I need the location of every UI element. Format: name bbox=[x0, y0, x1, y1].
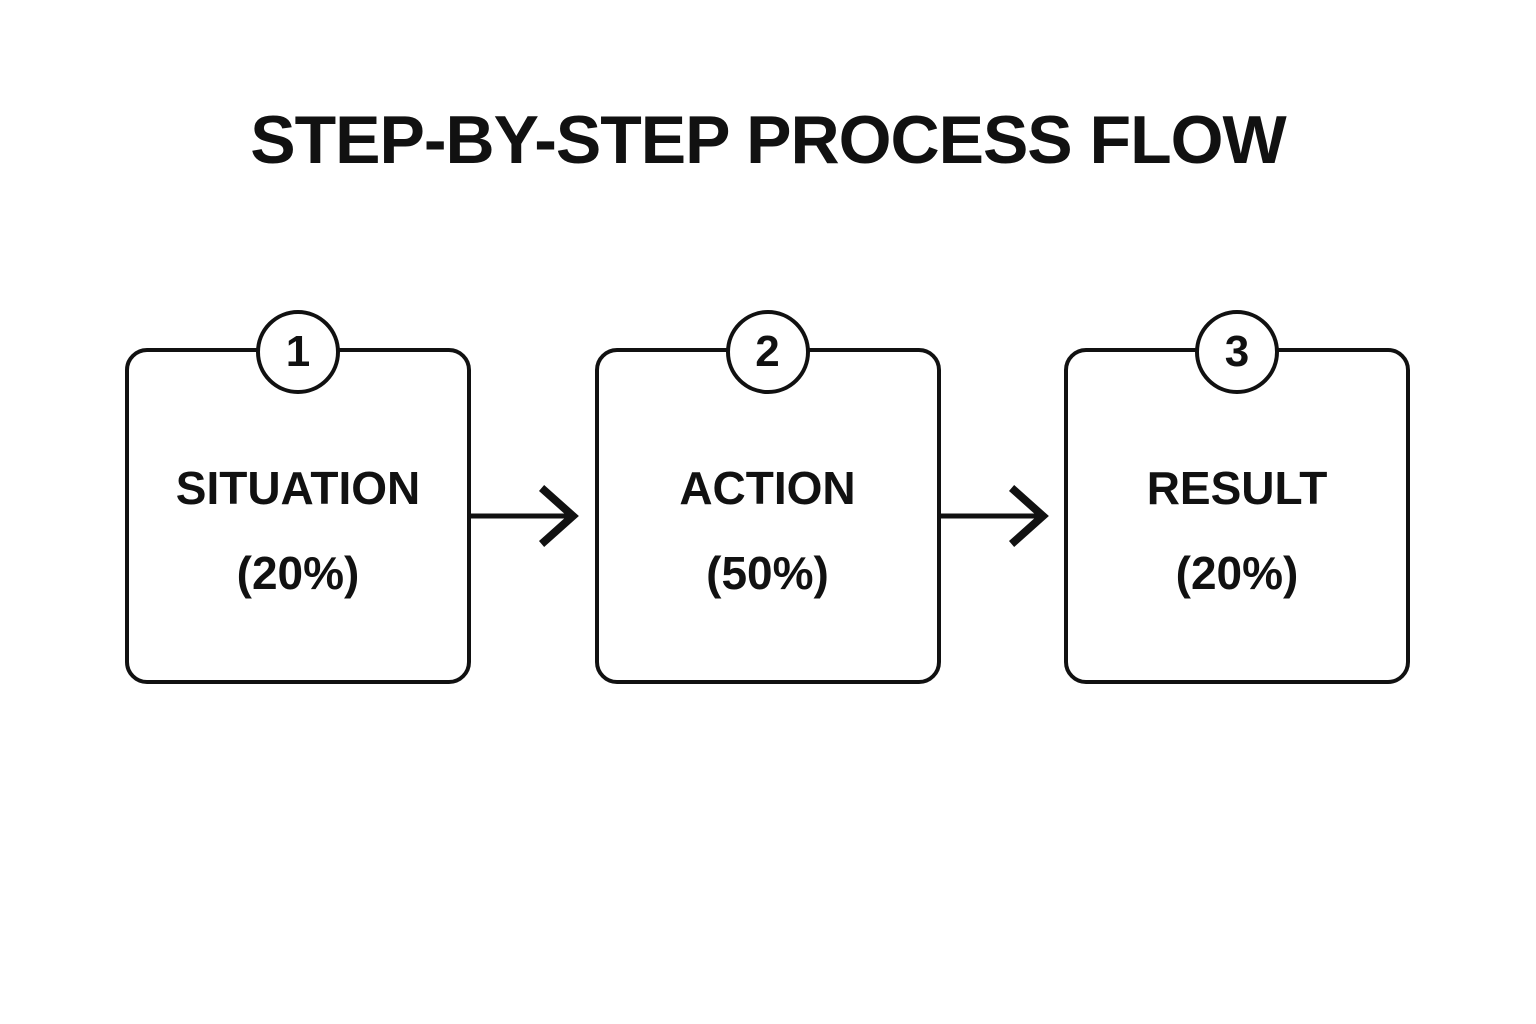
flow-row: 1 SITUATION (20%) 2 ACTION (50%) bbox=[125, 310, 1410, 684]
step-number: 3 bbox=[1224, 327, 1250, 376]
step-number-badge: 1 bbox=[256, 310, 340, 394]
step-number: 2 bbox=[755, 327, 780, 376]
step-label: SITUATION bbox=[175, 462, 421, 514]
step-number-badge: 2 bbox=[725, 310, 810, 394]
page-title: STEP-BY-STEP PROCESS FLOW bbox=[250, 102, 1286, 178]
step-value: (20%) bbox=[236, 547, 360, 599]
step-value: (20%) bbox=[1175, 547, 1299, 599]
step-box-result: 3 RESULT (20%) bbox=[1064, 310, 1410, 684]
step-value: (50%) bbox=[706, 547, 829, 599]
step-label: ACTION bbox=[679, 462, 856, 514]
step-box-situation: 1 SITUATION (20%) bbox=[125, 310, 471, 684]
step-box-action: 2 ACTION (50%) bbox=[594, 310, 941, 684]
step-number: 1 bbox=[285, 327, 311, 376]
step-label: RESULT bbox=[1146, 462, 1328, 514]
arrow-right-icon bbox=[940, 464, 1065, 568]
arrow-right-icon bbox=[471, 464, 595, 568]
step-number-badge: 3 bbox=[1195, 310, 1279, 394]
